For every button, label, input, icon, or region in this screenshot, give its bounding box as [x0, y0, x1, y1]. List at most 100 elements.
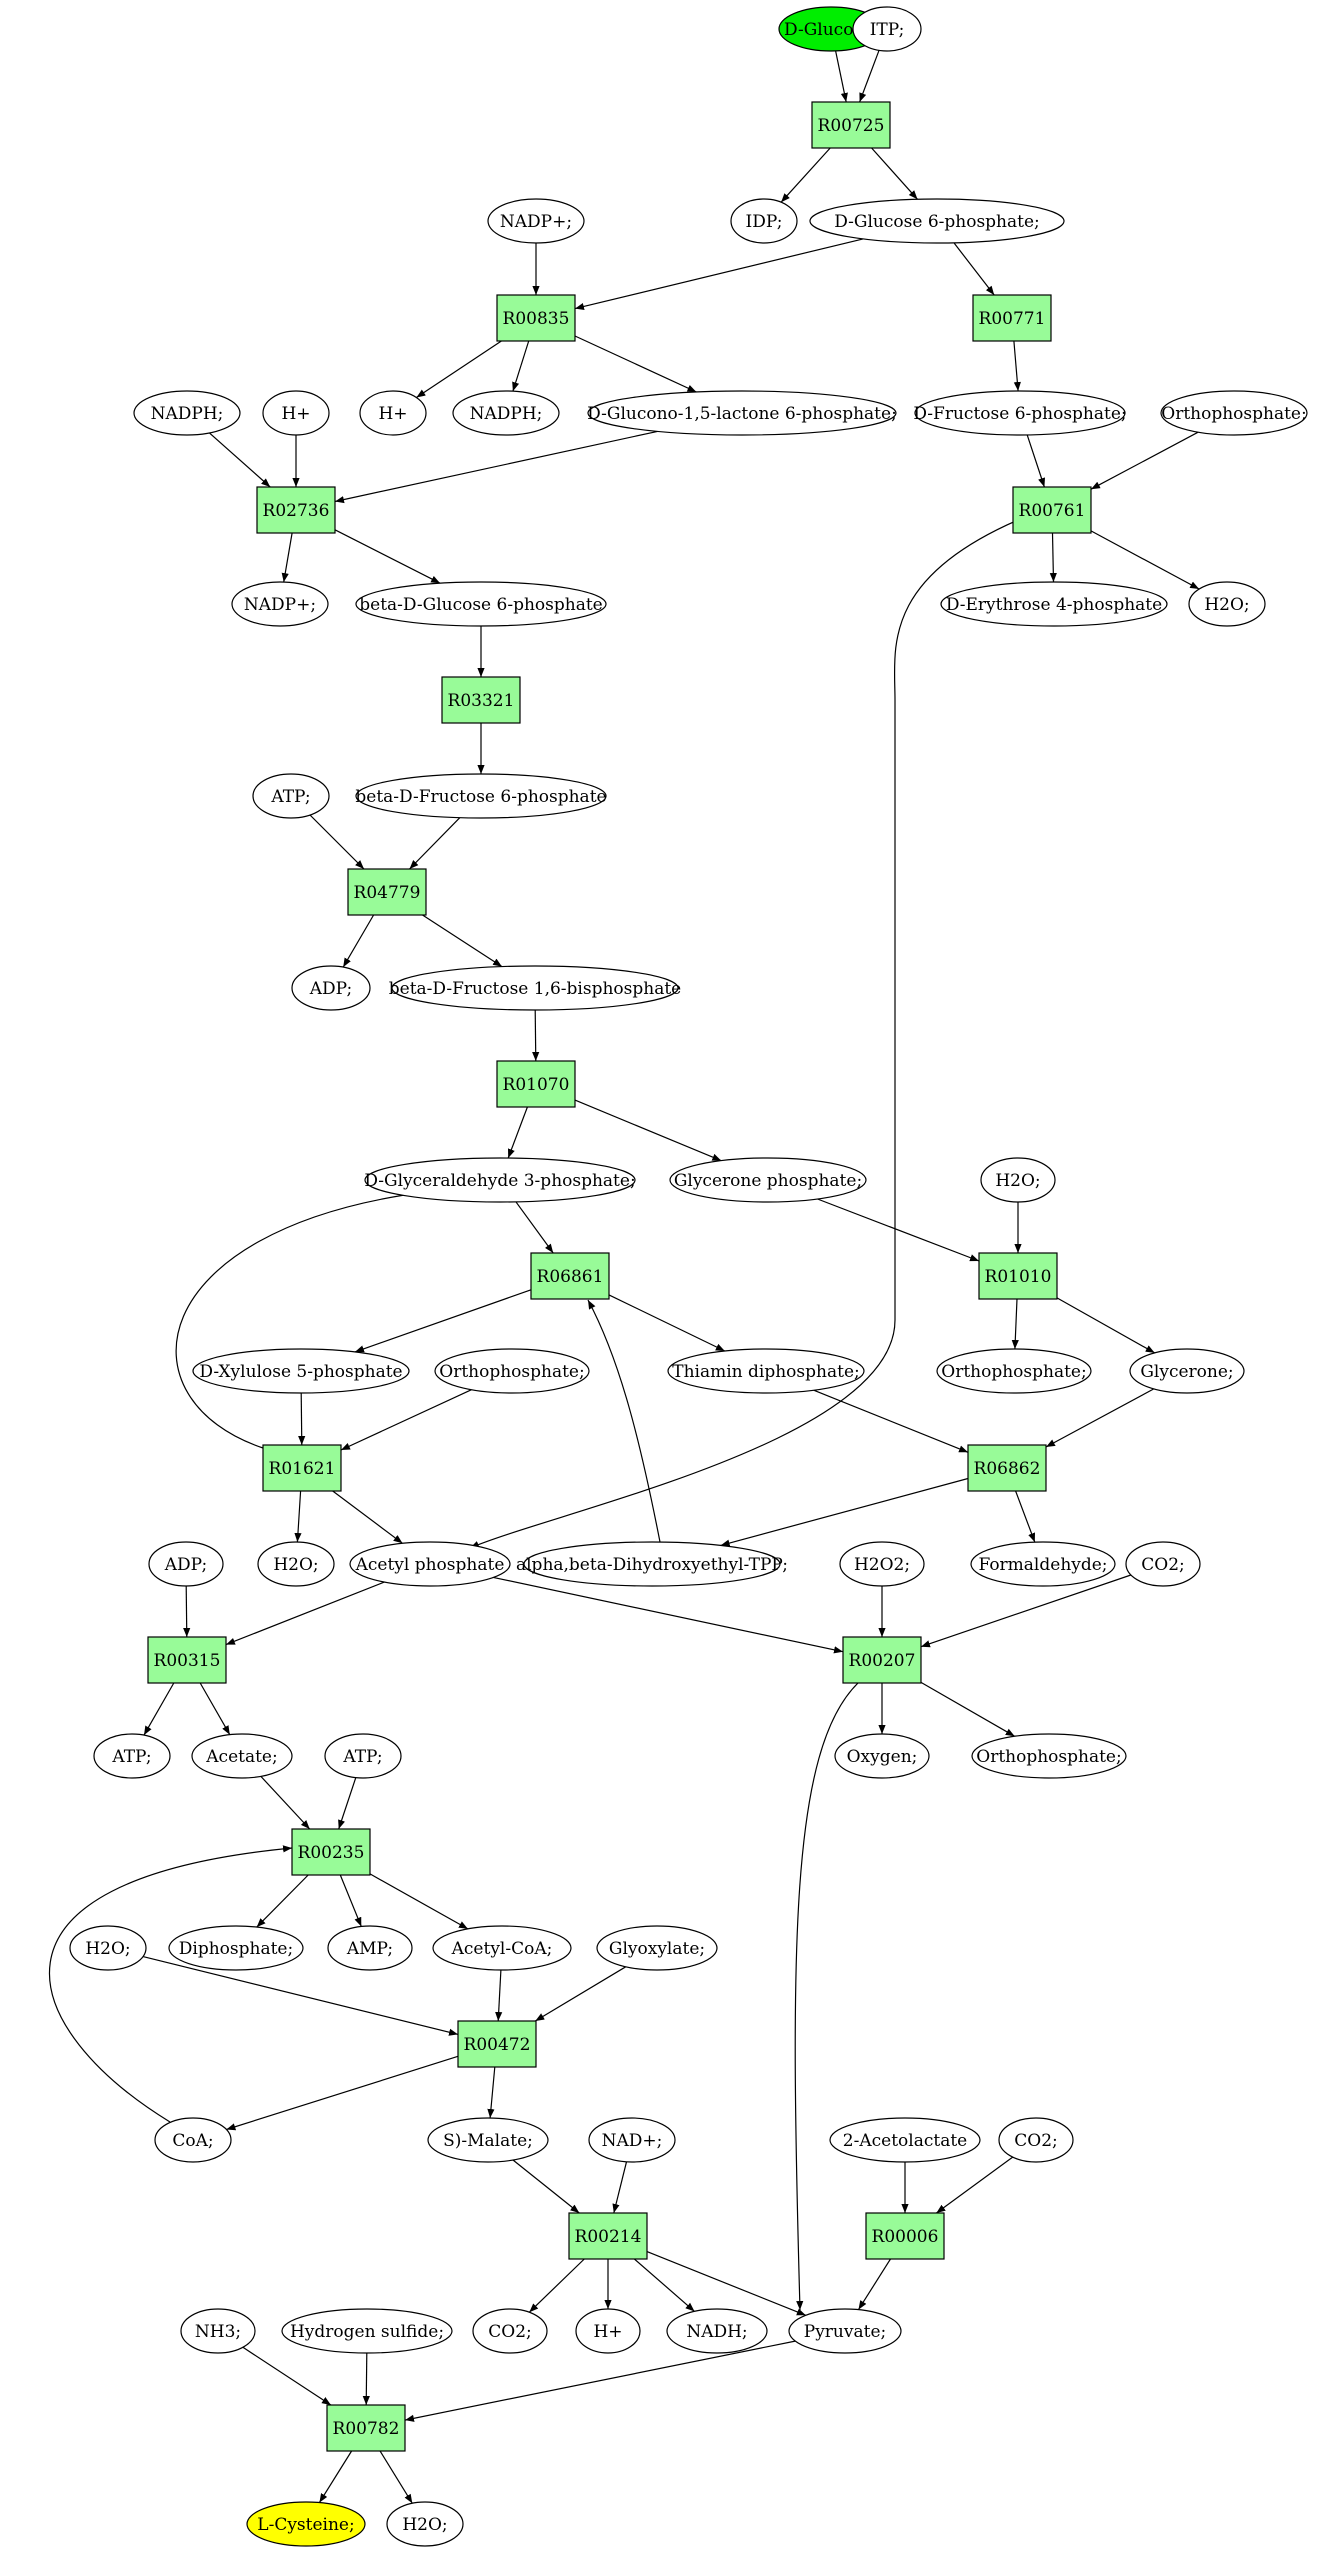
reaction-node-R00235[interactable]: R00235 [291, 1828, 371, 1876]
compound-node-formald[interactable]: Formaldehyde; [970, 1541, 1116, 1587]
compound-ellipse [472, 2308, 548, 2354]
compound-node-orthop4[interactable]: Orthophosphate; [971, 1733, 1127, 1779]
compound-node-bg6p[interactable]: beta-D-Glucose 6-phosphate [355, 581, 607, 627]
compound-node-acetate[interactable]: Acetate; [191, 1733, 293, 1779]
compound-ellipse [669, 1157, 867, 1203]
compound-node-gap[interactable]: D-Glyceraldehyde 3-phosphate; [364, 1157, 636, 1203]
compound-node-adp2[interactable]: ADP; [148, 1541, 224, 1587]
compound-ellipse [666, 2308, 768, 2354]
reaction-node-R00315[interactable]: R00315 [147, 1636, 227, 1684]
node-label: R00472 [464, 2035, 531, 2055]
compound-node-atp1[interactable]: ATP; [252, 773, 330, 819]
compound-node-nadp1[interactable]: NADP+; [487, 198, 585, 244]
compound-node-e4p[interactable]: D-Erythrose 4-phosphate [940, 581, 1168, 627]
compound-node-orthop2[interactable]: Orthophosphate; [434, 1348, 590, 1394]
compound-node-pyruvate[interactable]: Pyruvate; [788, 2308, 902, 2354]
reaction-node-R00782[interactable]: R00782 [326, 2404, 406, 2452]
edge-R06861-to-x5p [354, 1289, 532, 1353]
compound-node-dhetpp[interactable]: alpha,beta-Dihydroxyethyl-TPP; [516, 1541, 788, 1587]
reaction-box [496, 294, 576, 342]
compound-node-orthop3[interactable]: Orthophosphate; [936, 1348, 1092, 1394]
compound-node-nadph1[interactable]: NADPH; [452, 390, 560, 436]
compound-node-diphos[interactable]: Diphosphate; [168, 1925, 304, 1971]
compound-node-atp2[interactable]: ATP; [93, 1733, 171, 1779]
compound-node-adp1[interactable]: ADP; [291, 965, 371, 1011]
compound-node-glyox[interactable]: Glyoxylate; [596, 1925, 718, 1971]
compound-node-h2o3[interactable]: H2O; [257, 1541, 335, 1587]
reaction-node-R00472[interactable]: R00472 [457, 2020, 537, 2068]
reaction-node-R00771[interactable]: R00771 [972, 294, 1052, 342]
compound-node-h2o2[interactable]: H2O; [980, 1157, 1056, 1203]
node-label: CO2; [1141, 1555, 1185, 1575]
reaction-node-R01010[interactable]: R01010 [978, 1252, 1058, 1300]
reaction-node-R06861[interactable]: R06861 [530, 1252, 610, 1300]
compound-node-g6p[interactable]: D-Glucose 6-phosphate; [809, 198, 1065, 244]
edge-glucose-to-R00725 [835, 50, 848, 103]
compound-node-h2o1[interactable]: H2O; [1188, 581, 1266, 627]
compound-node-tpp[interactable]: Thiamin diphosphate; [667, 1348, 865, 1394]
compound-node-acoa[interactable]: Acetyl-CoA; [432, 1925, 572, 1971]
node-label: NAD+; [602, 2131, 663, 2151]
compound-ellipse [809, 198, 1065, 244]
compound-node-orthop1[interactable]: Orthophosphate; [1160, 390, 1308, 436]
reaction-node-R00725[interactable]: R00725 [811, 101, 891, 149]
compound-node-nadp2[interactable]: NADP+; [231, 581, 329, 627]
reaction-node-R00761[interactable]: R00761 [1012, 486, 1092, 534]
compound-node-co2b[interactable]: CO2; [998, 2117, 1074, 2163]
node-label: alpha,beta-Dihydroxyethyl-TPP; [516, 1555, 788, 1575]
edge-R04779-to-bf16bp [422, 914, 503, 968]
edge-R01621-to-h2o3 [294, 1490, 302, 1543]
compound-node-h1[interactable]: H+ [359, 390, 427, 436]
compound-node-nadplus[interactable]: NAD+; [588, 2117, 676, 2163]
reaction-node-R00207[interactable]: R00207 [842, 1636, 922, 1684]
compound-node-acetolac[interactable]: 2-Acetolactate [829, 2117, 981, 2163]
compound-node-h2[interactable]: H+ [262, 390, 330, 436]
compound-node-h3[interactable]: H+ [575, 2308, 641, 2354]
node-label: R00782 [333, 2419, 400, 2439]
node-label: 2-Acetolactate [843, 2131, 967, 2151]
compound-node-f6p[interactable]: D-Fructose 6-phosphate; [913, 390, 1127, 436]
reaction-node-R01621[interactable]: R01621 [262, 1444, 342, 1492]
reaction-node-R04779[interactable]: R04779 [347, 868, 427, 916]
compound-node-idp[interactable]: IDP; [730, 198, 798, 244]
compound-node-co2c[interactable]: CO2; [472, 2308, 548, 2354]
compound-node-glycerone[interactable]: Glycerone; [1129, 1348, 1245, 1394]
compound-node-co2a[interactable]: CO2; [1125, 1541, 1201, 1587]
reaction-node-R03321[interactable]: R03321 [441, 676, 521, 724]
compound-node-malate[interactable]: S)-Malate; [427, 2117, 549, 2163]
compound-node-bf6p[interactable]: beta-D-Fructose 6-phosphate [355, 773, 607, 819]
compound-node-oxygen[interactable]: Oxygen; [834, 1733, 930, 1779]
reaction-node-R01070[interactable]: R01070 [496, 1060, 576, 1108]
compound-node-atp3[interactable]: ATP; [324, 1733, 402, 1779]
compound-node-h2s[interactable]: Hydrogen sulfide; [281, 2308, 453, 2354]
compound-ellipse [355, 581, 607, 627]
compound-node-dhap[interactable]: Glycerone phosphate; [669, 1157, 867, 1203]
reaction-node-R00006[interactable]: R00006 [865, 2212, 945, 2260]
reaction-node-R06862[interactable]: R06862 [967, 1444, 1047, 1492]
edge-atp3-to-R00235 [338, 1777, 357, 1830]
compound-node-h2o2b[interactable]: H2O2; [839, 1541, 925, 1587]
compound-node-nh3[interactable]: NH3; [180, 2308, 256, 2354]
reaction-node-R00214[interactable]: R00214 [568, 2212, 648, 2260]
compound-node-glucono[interactable]: D-Glucono-1,5-lactone 6-phosphate; [587, 390, 897, 436]
node-label: Hydrogen sulfide; [290, 2322, 444, 2342]
compound-node-x5p[interactable]: D-Xylulose 5-phosphate [192, 1348, 410, 1394]
compound-node-acp[interactable]: Acetyl phosphate [349, 1541, 511, 1587]
compound-node-bf16bp[interactable]: beta-D-Fructose 1,6-bisphosphate [389, 965, 681, 1011]
compound-node-nadph2[interactable]: NADPH; [133, 390, 241, 436]
compound-node-cys[interactable]: L-Cysteine; [246, 2501, 366, 2547]
reaction-node-R02736[interactable]: R02736 [256, 486, 336, 534]
edge-tpp-to-R06862 [813, 1389, 969, 1453]
compound-node-h2o5[interactable]: H2O; [386, 2501, 464, 2547]
edge-R00761-to-acp [469, 519, 1019, 1549]
reaction-node-R00835[interactable]: R00835 [496, 294, 576, 342]
compound-node-itp[interactable]: ITP; [852, 6, 922, 52]
compound-node-coa[interactable]: CoA; [154, 2117, 232, 2163]
node-label: ADP; [309, 979, 352, 999]
node-label: Orthophosphate; [439, 1362, 584, 1382]
compound-node-amp[interactable]: AMP; [327, 1925, 413, 1971]
reaction-box [865, 2212, 945, 2260]
compound-node-nadh[interactable]: NADH; [666, 2308, 768, 2354]
compound-node-h2o4[interactable]: H2O; [69, 1925, 147, 1971]
